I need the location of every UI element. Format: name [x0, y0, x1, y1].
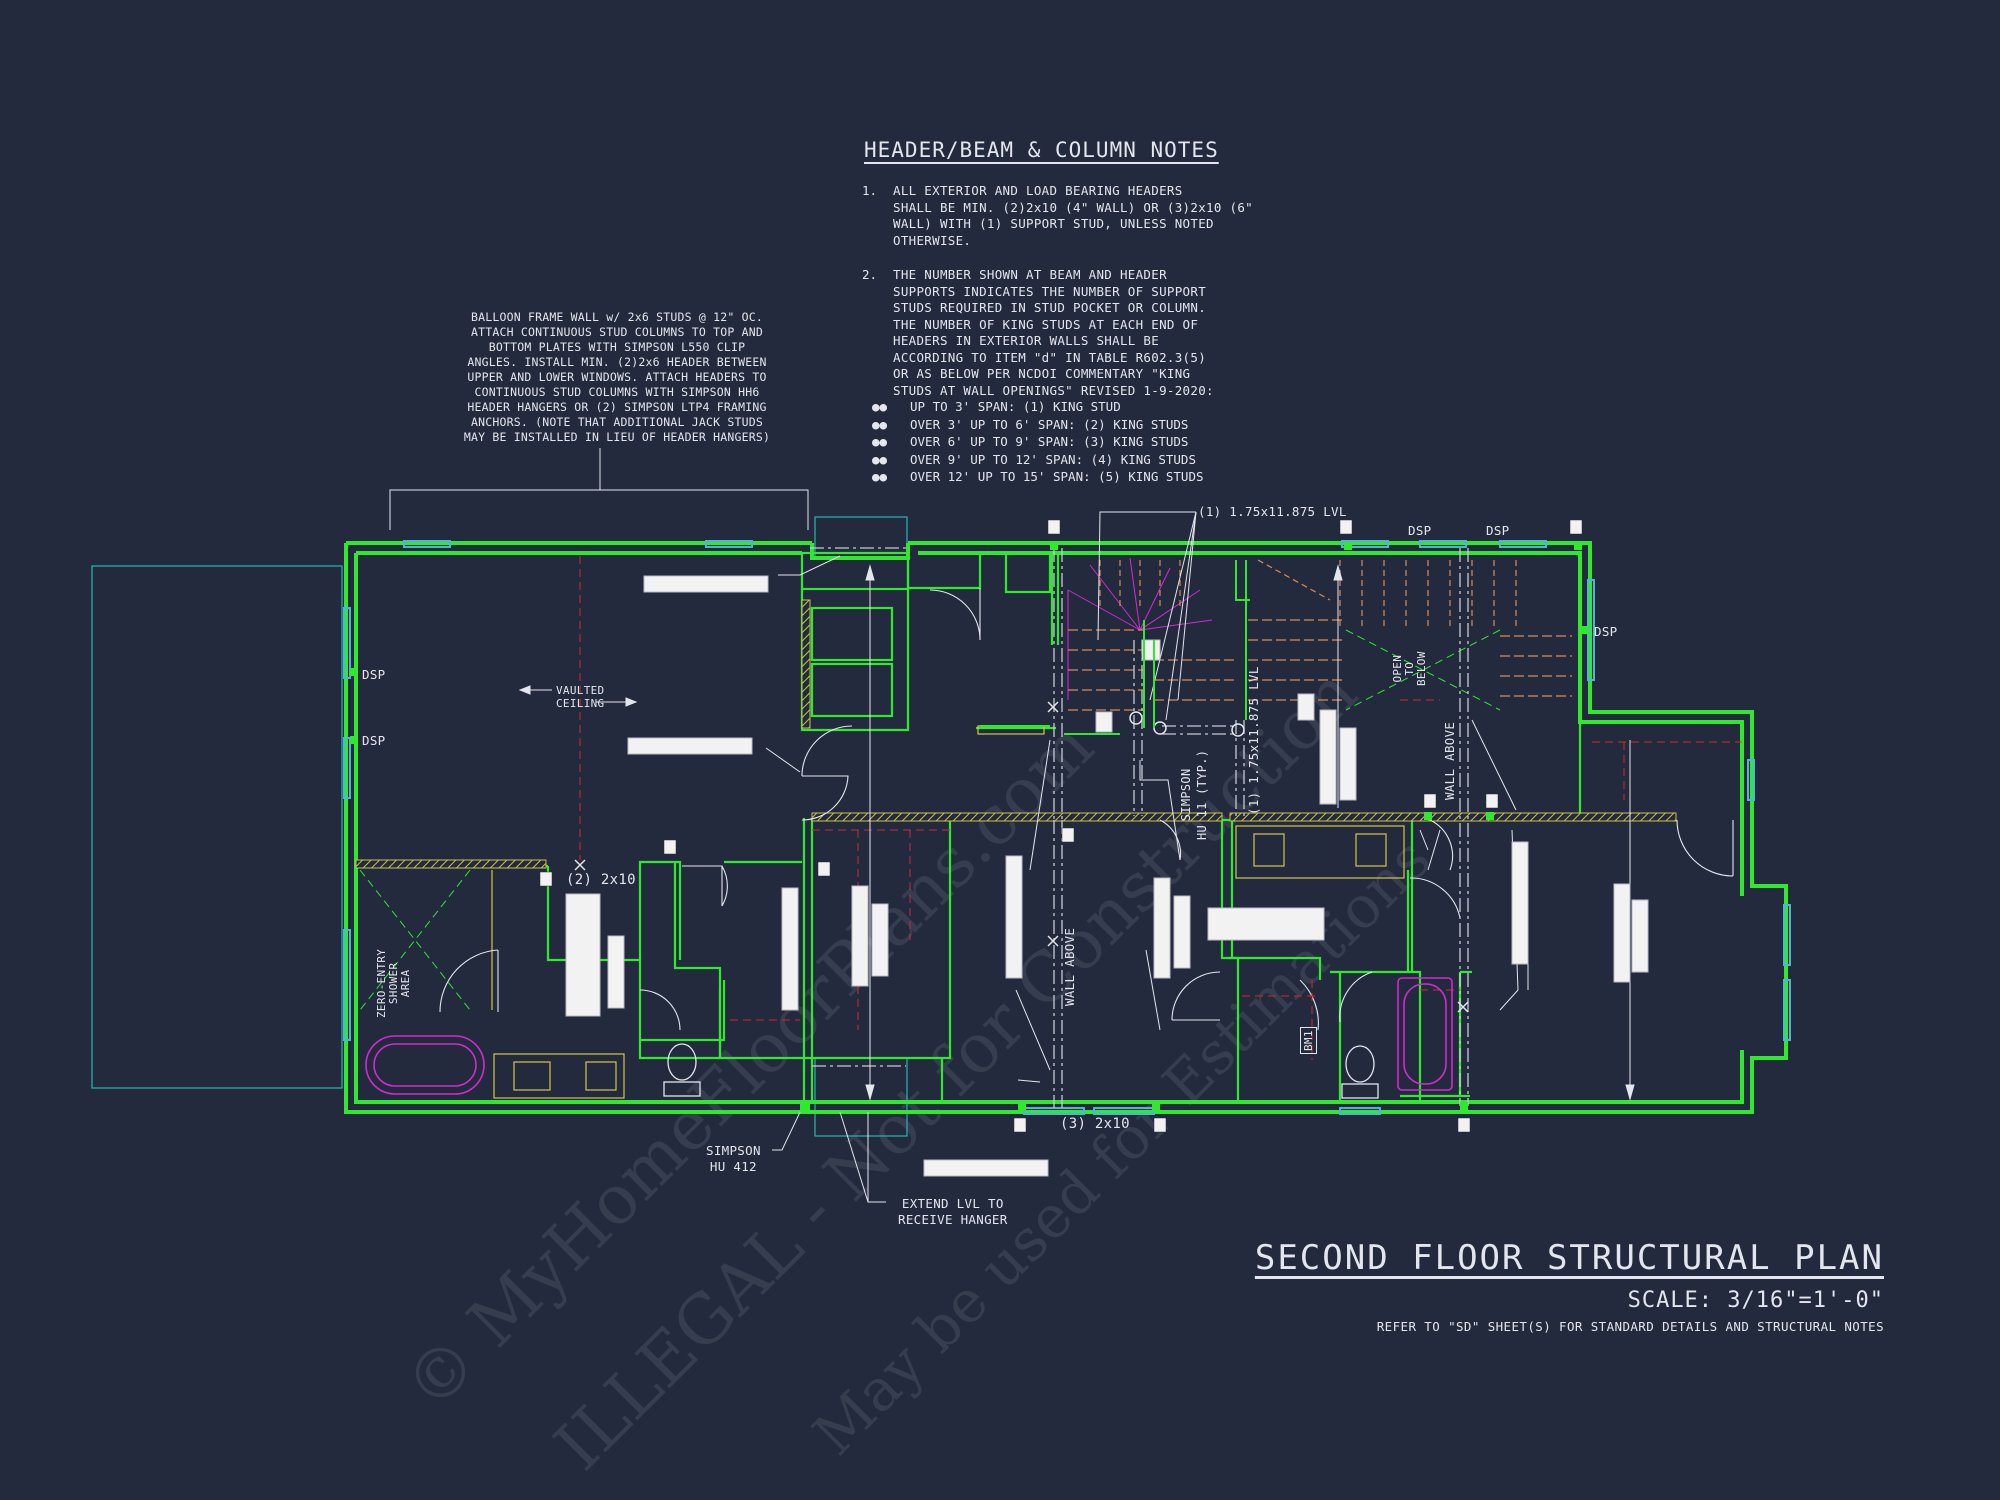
king-stud-list: ●●UP TO 3' SPAN: (1) KING STUD ●●OVER 3'… — [872, 398, 1204, 486]
note-2-number: 2. — [862, 267, 878, 282]
bm1-tag: BM1 — [1300, 1027, 1317, 1054]
notes-title: HEADER/BEAM & COLUMN NOTES — [864, 138, 1219, 162]
stair-magenta — [1067, 557, 1213, 700]
dsp-label-left-1: DSP — [362, 667, 386, 682]
toilets — [663, 1043, 1379, 1099]
x-markers — [574, 701, 1469, 1013]
beam-tags — [565, 575, 1649, 1177]
connection-markers — [350, 542, 1588, 1112]
dsp-label-top-2: DSP — [1486, 523, 1510, 538]
note-2-text: THE NUMBER SHOWN AT BEAM AND HEADER SUPP… — [893, 267, 1214, 398]
dsp-label-left-2: DSP — [362, 733, 386, 748]
zero-entry-shower-label: ZERO-ENTRY SHOWER AREA — [375, 948, 412, 1018]
header-3x10-label: (3) 2x10 — [1060, 1116, 1130, 1132]
note-1-number: 1. — [862, 183, 878, 198]
callout-leader — [389, 448, 809, 530]
hidden-lines — [579, 556, 1742, 1060]
bay-outline-bottom — [814, 1057, 908, 1137]
dsp-label-right: DSP — [1594, 624, 1618, 639]
extend-lvl-label: EXTEND LVL TO RECEIVE HANGER — [898, 1196, 1008, 1227]
lvl-top-label: (1) 1.75x11.875 LVL — [1198, 504, 1347, 519]
wall-above-label-left: WALL ABOVE — [1062, 927, 1077, 1006]
open-below-lines — [359, 629, 1501, 1011]
header-2x10-label: (2) 2x10 — [566, 872, 636, 888]
list-item: ●●UP TO 3' SPAN: (1) KING STUD — [872, 399, 1121, 414]
stair-treads — [1068, 619, 1572, 711]
windows — [343, 540, 1791, 1115]
balloon-frame-callout: BALLOON FRAME WALL w/ 2x6 STUDS @ 12" OC… — [463, 310, 771, 444]
stair-risers — [1099, 559, 1517, 630]
vaulted-ceiling-label: VAULTED CEILING — [556, 684, 605, 710]
stair-walls — [980, 560, 1250, 735]
list-item: ●●OVER 12' UP TO 15' SPAN: (5) KING STUD… — [872, 469, 1204, 484]
simpson-hu412-label: SIMPSON HU 412 — [706, 1143, 761, 1174]
door-swings — [439, 588, 1734, 1031]
list-item: ●●OVER 3' UP TO 6' SPAN: (2) KING STUDS — [872, 416, 1189, 432]
refer-note: REFER TO "SD" SHEET(S) FOR STANDARD DETA… — [1376, 1319, 1884, 1334]
interior-walls — [356, 551, 1590, 1112]
open-to-below-label: OPEN TO BELOW — [1391, 651, 1428, 686]
dsp-label-top-1: DSP — [1408, 523, 1432, 538]
note-1-text: ALL EXTERIOR AND LOAD BEARING HEADERS SH… — [893, 183, 1253, 248]
drawing-scale: SCALE: 3/16"=1'-0" — [1627, 1288, 1884, 1313]
exterior-walls — [344, 541, 1788, 1114]
beam-lines — [810, 547, 1469, 1108]
bay-outline-top — [814, 516, 908, 558]
porch-outline — [91, 565, 343, 1089]
span-arrows — [518, 564, 1635, 1101]
cabinets — [491, 725, 1405, 1099]
lvl-vertical-label: (1) 1.75x11.875 LVL — [1246, 666, 1261, 815]
fixtures — [365, 977, 1453, 1095]
drawing-title: SECOND FLOOR STRUCTURAL PLAN — [1254, 1238, 1884, 1278]
list-item: ●●OVER 6' UP TO 9' SPAN: (3) KING STUDS — [872, 434, 1189, 449]
post-symbols — [539, 519, 1583, 1133]
columns — [1129, 711, 1245, 737]
list-item: ●●OVER 9' UP TO 12' SPAN: (4) KING STUDS — [872, 451, 1196, 467]
wall-above-label-right: WALL ABOVE — [1442, 721, 1457, 800]
simpson-hu11-label: SIMPSON HU 11 (TYP.) — [1179, 749, 1209, 840]
hatched-walls — [355, 599, 1677, 869]
